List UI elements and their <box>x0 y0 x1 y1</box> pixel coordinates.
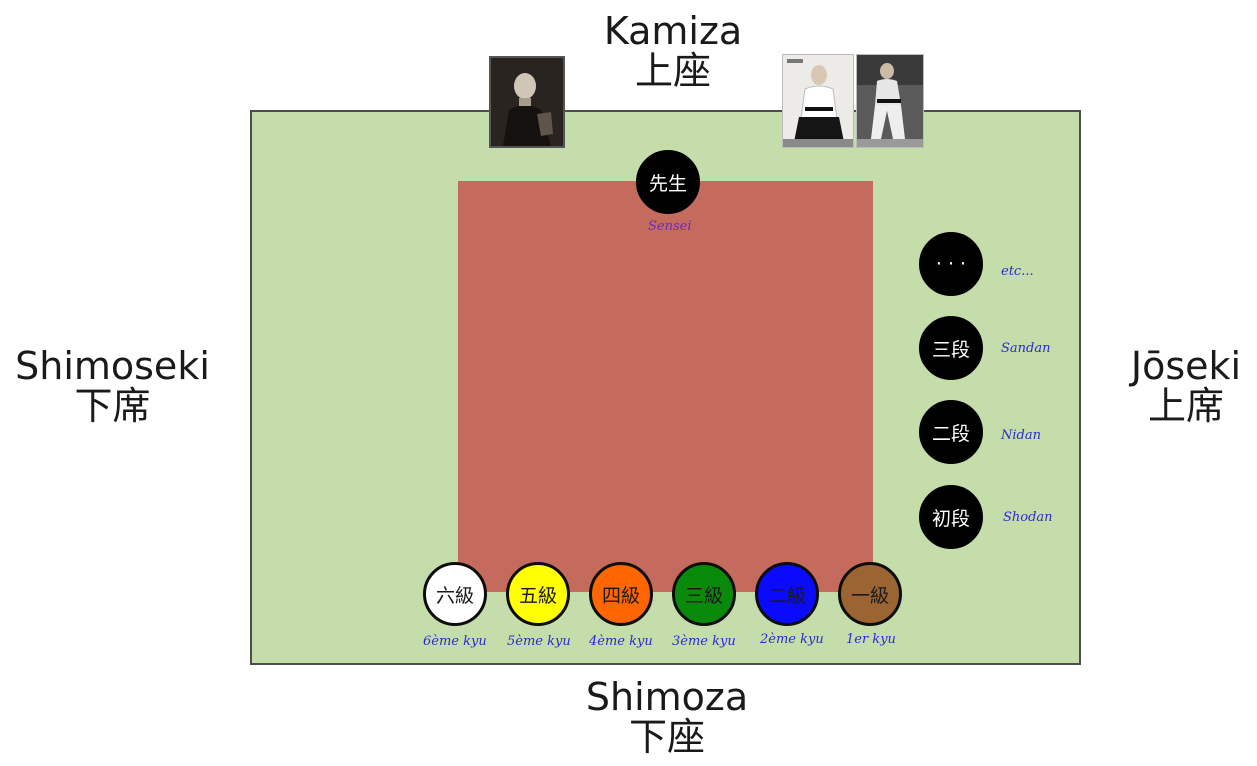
shimoseki-romaji: Shimoseki <box>0 347 225 387</box>
dan-kanji: · · · <box>936 253 966 275</box>
kamiza-kanji: 上座 <box>573 52 773 92</box>
joseki-romaji: Jōseki <box>1105 347 1257 387</box>
kyu-caption-3: 3ème kyu <box>672 634 736 649</box>
kyu-kanji: 五級 <box>519 581 557 608</box>
tatami-area <box>458 181 873 592</box>
kamiza-label: Kamiza 上座 <box>573 12 773 92</box>
dan-kanji: 初段 <box>932 504 970 531</box>
dan-caption-sandan: Sandan <box>1001 341 1050 356</box>
joseki-kanji: 上席 <box>1105 387 1257 427</box>
shimoza-romaji: Shimoza <box>567 678 767 718</box>
kyu-kanji: 一級 <box>851 581 889 608</box>
kamiza-romaji: Kamiza <box>573 12 773 52</box>
shimoza-kanji: 下座 <box>567 718 767 758</box>
kyu-marker-2: 二級 <box>755 562 819 626</box>
master-portrait-standing <box>856 54 924 148</box>
kyu-caption-1: 1er kyu <box>846 632 896 647</box>
kyu-marker-3: 三級 <box>672 562 736 626</box>
kyu-caption-6: 6ème kyu <box>423 634 487 649</box>
dan-caption-shodan: Shodan <box>1003 510 1053 525</box>
kyu-kanji: 二級 <box>768 581 806 608</box>
dan-caption-etc: etc... <box>1001 264 1034 279</box>
dan-marker-etc: · · · <box>919 232 983 296</box>
founder-portrait <box>489 56 565 148</box>
shimoseki-label: Shimoseki 下席 <box>0 347 225 427</box>
sensei-caption: Sensei <box>648 219 692 234</box>
dan-caption-nidan: Nidan <box>1001 428 1041 443</box>
kyu-marker-4: 四級 <box>589 562 653 626</box>
shimoseki-kanji: 下席 <box>0 387 225 427</box>
joseki-label: Jōseki 上席 <box>1105 347 1257 427</box>
sensei-marker: 先生 <box>636 150 700 214</box>
dan-kanji: 二段 <box>932 419 970 446</box>
kyu-kanji: 四級 <box>602 581 640 608</box>
kyu-marker-6: 六級 <box>423 562 487 626</box>
kyu-marker-5: 五級 <box>506 562 570 626</box>
kyu-marker-1: 一級 <box>838 562 902 626</box>
shimoza-label: Shimoza 下座 <box>567 678 767 758</box>
kyu-kanji: 六級 <box>436 581 474 608</box>
kyu-caption-5: 5ème kyu <box>507 634 571 649</box>
dan-marker-sandan: 三段 <box>919 316 983 380</box>
dan-kanji: 三段 <box>932 335 970 362</box>
dan-marker-nidan: 二段 <box>919 400 983 464</box>
kyu-kanji: 三級 <box>685 581 723 608</box>
dan-marker-shodan: 初段 <box>919 485 983 549</box>
kyu-caption-4: 4ème kyu <box>589 634 653 649</box>
sensei-kanji: 先生 <box>649 169 687 196</box>
master-portrait-seated <box>782 54 854 148</box>
kyu-caption-2: 2ème kyu <box>760 632 824 647</box>
